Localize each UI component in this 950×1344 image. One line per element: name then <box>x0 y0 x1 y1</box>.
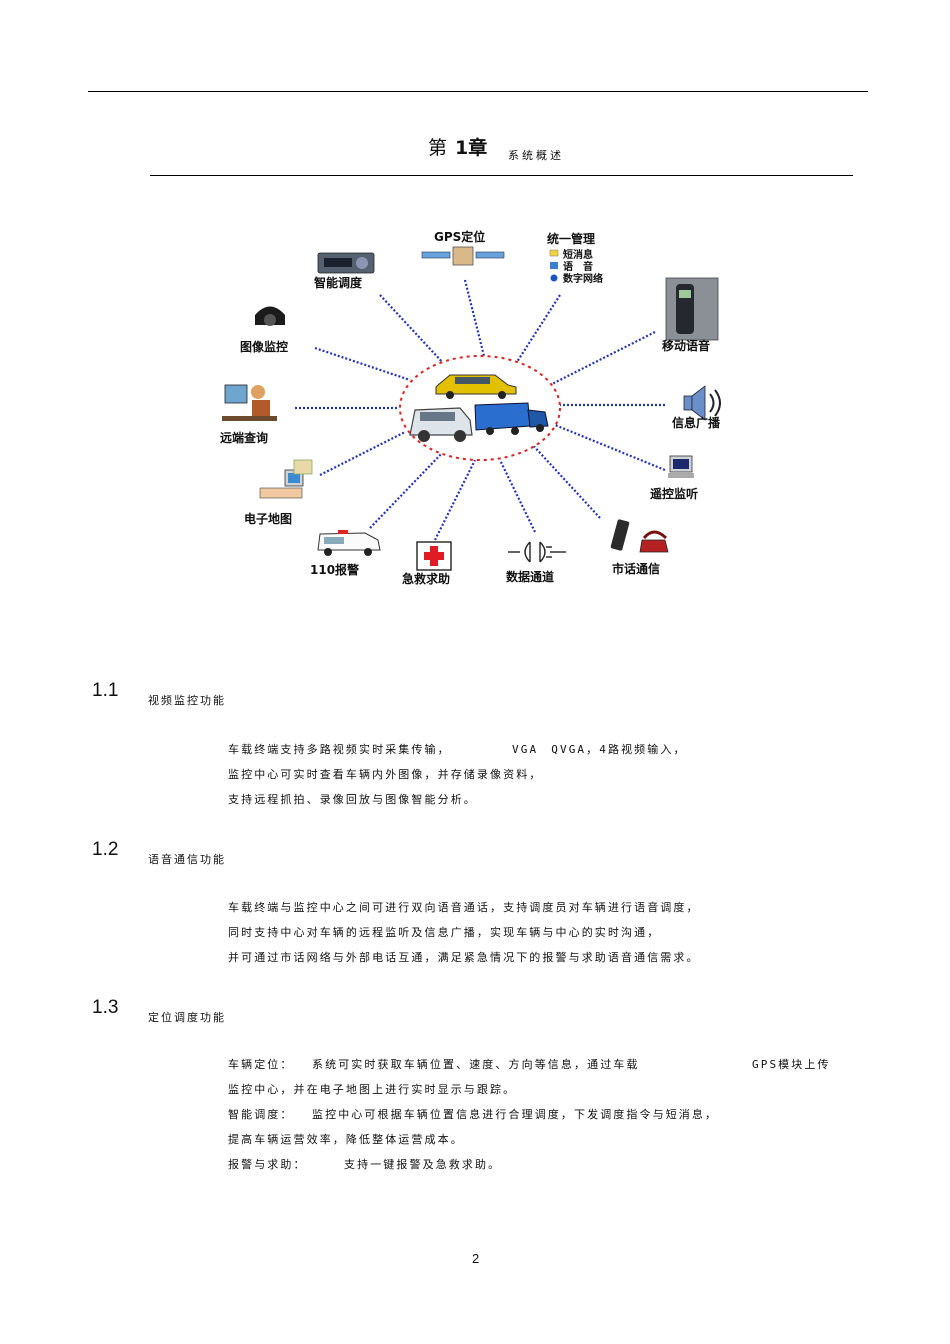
satellite-icon <box>421 246 505 266</box>
paragraph-line-right: GPS模块上传 <box>752 1058 831 1071</box>
paragraph-line: 系统可实时获取车辆位置、速度、方向等信息，通过车载 <box>312 1058 640 1071</box>
paragraph-term: 智能调度： <box>228 1108 294 1121</box>
dome-camera-icon <box>255 306 285 326</box>
plug-icon <box>508 541 566 563</box>
phone-label: 市话通信 <box>612 561 660 576</box>
dispatch-device-icon <box>317 252 375 274</box>
paragraph-line: 支持远程抓拍、录像回放与图像智能分析。 <box>228 793 477 806</box>
paragraph-term: 车辆定位： <box>228 1058 294 1071</box>
paragraph-term: 报警与求助： <box>228 1158 307 1171</box>
link-dispatch <box>379 294 446 366</box>
paragraph-line: 监控中心可根据车辆位置信息进行合理调度，下发调度指令与短消息， <box>312 1108 719 1121</box>
section-number: 1.1 <box>92 680 119 701</box>
section-title: 定位调度功能 <box>148 1011 226 1024</box>
link-data <box>499 459 536 533</box>
suv-icon <box>409 407 473 442</box>
paragraph-line-right: VGA QVGA，4路视频输入， <box>512 743 687 756</box>
data-channel-label: 数据通道 <box>506 569 554 584</box>
truck-icon <box>474 402 549 435</box>
computer-icon <box>668 455 694 478</box>
link-emap <box>319 431 406 476</box>
remote-listen-label: 遥控监听 <box>650 486 698 501</box>
car-phone-icon <box>665 277 719 341</box>
header-rule <box>88 91 868 92</box>
link-police <box>369 449 446 529</box>
remote-query-label: 远端查询 <box>220 430 268 445</box>
paragraph-line: 提高车辆运营效率，降低整体运营成本。 <box>228 1133 464 1146</box>
link-unified <box>514 294 561 366</box>
chapter-rule <box>150 175 853 176</box>
unified-label: 统一管理 <box>547 231 595 246</box>
link-gps <box>463 279 487 361</box>
speaker-icon <box>683 385 721 421</box>
unified-sub1: 短消息 <box>563 248 593 261</box>
chapter-prefix: 第 <box>428 137 448 159</box>
section-title: 视频监控功能 <box>148 694 226 707</box>
phone-icon <box>610 519 669 553</box>
image-monitor-label: 图像监控 <box>240 339 288 354</box>
emap-label: 电子地图 <box>244 511 292 526</box>
section-number: 1.2 <box>92 839 119 860</box>
police-car-icon <box>317 530 381 556</box>
page-number: 2 <box>472 1251 480 1266</box>
gps-label: GPS定位 <box>434 229 485 244</box>
link-phone <box>529 441 601 519</box>
envelope-icon <box>549 249 559 257</box>
paragraph-line: 车载终端支持多路视频实时采集传输， <box>228 743 451 756</box>
first-aid-icon <box>416 541 452 571</box>
mobile-voice-label: 移动语音 <box>662 338 710 353</box>
paragraph-line: 监控中心可实时查看车辆内外图像，并存储录像资料， <box>228 768 543 781</box>
rescue-label: 急救求助 <box>402 571 450 586</box>
map-computer-icon <box>259 459 313 499</box>
link-mobile <box>549 331 656 386</box>
chapter-title: 系统概述 <box>508 149 564 162</box>
paragraph-line: 并可通过市话网络与外部电话互通，满足紧急情况下的报警与求助语音通信需求。 <box>228 951 700 964</box>
unified-sub2: 语 音 <box>563 260 593 273</box>
info-broadcast-label: 信息广播 <box>672 415 721 430</box>
dispatch-label: 智能调度 <box>313 275 363 290</box>
chapter-number: 1章 <box>455 137 488 159</box>
police-label: 110报警 <box>310 562 359 577</box>
section-number: 1.3 <box>92 997 119 1018</box>
link-rescue <box>434 459 476 541</box>
paragraph-line: 同时支持中心对车辆的远程监听及信息广播，实现车辆与中心的实时沟通， <box>228 926 661 939</box>
paragraph-line: 车载终端与监控中心之间可进行双向语音通话，支持调度员对车辆进行语音调度， <box>228 901 700 914</box>
paragraph-line: 支持一键报警及急救求助。 <box>344 1158 502 1171</box>
link-listen <box>554 423 666 472</box>
system-diagram: GPS定位 统一管理 短消息 语 音 数字网络 智能调度 移动语音 图像监控 信… <box>220 229 721 586</box>
network-icon <box>550 274 558 282</box>
paragraph-line: 监控中心，并在电子地图上进行实时显示与跟踪。 <box>228 1083 517 1096</box>
taxi-icon <box>435 374 517 399</box>
voice-icon <box>550 262 558 269</box>
unified-sub3: 数字网络 <box>563 272 603 285</box>
operator-desk-icon <box>222 384 277 421</box>
link-image <box>314 346 411 382</box>
section-title: 语音通信功能 <box>148 853 226 866</box>
